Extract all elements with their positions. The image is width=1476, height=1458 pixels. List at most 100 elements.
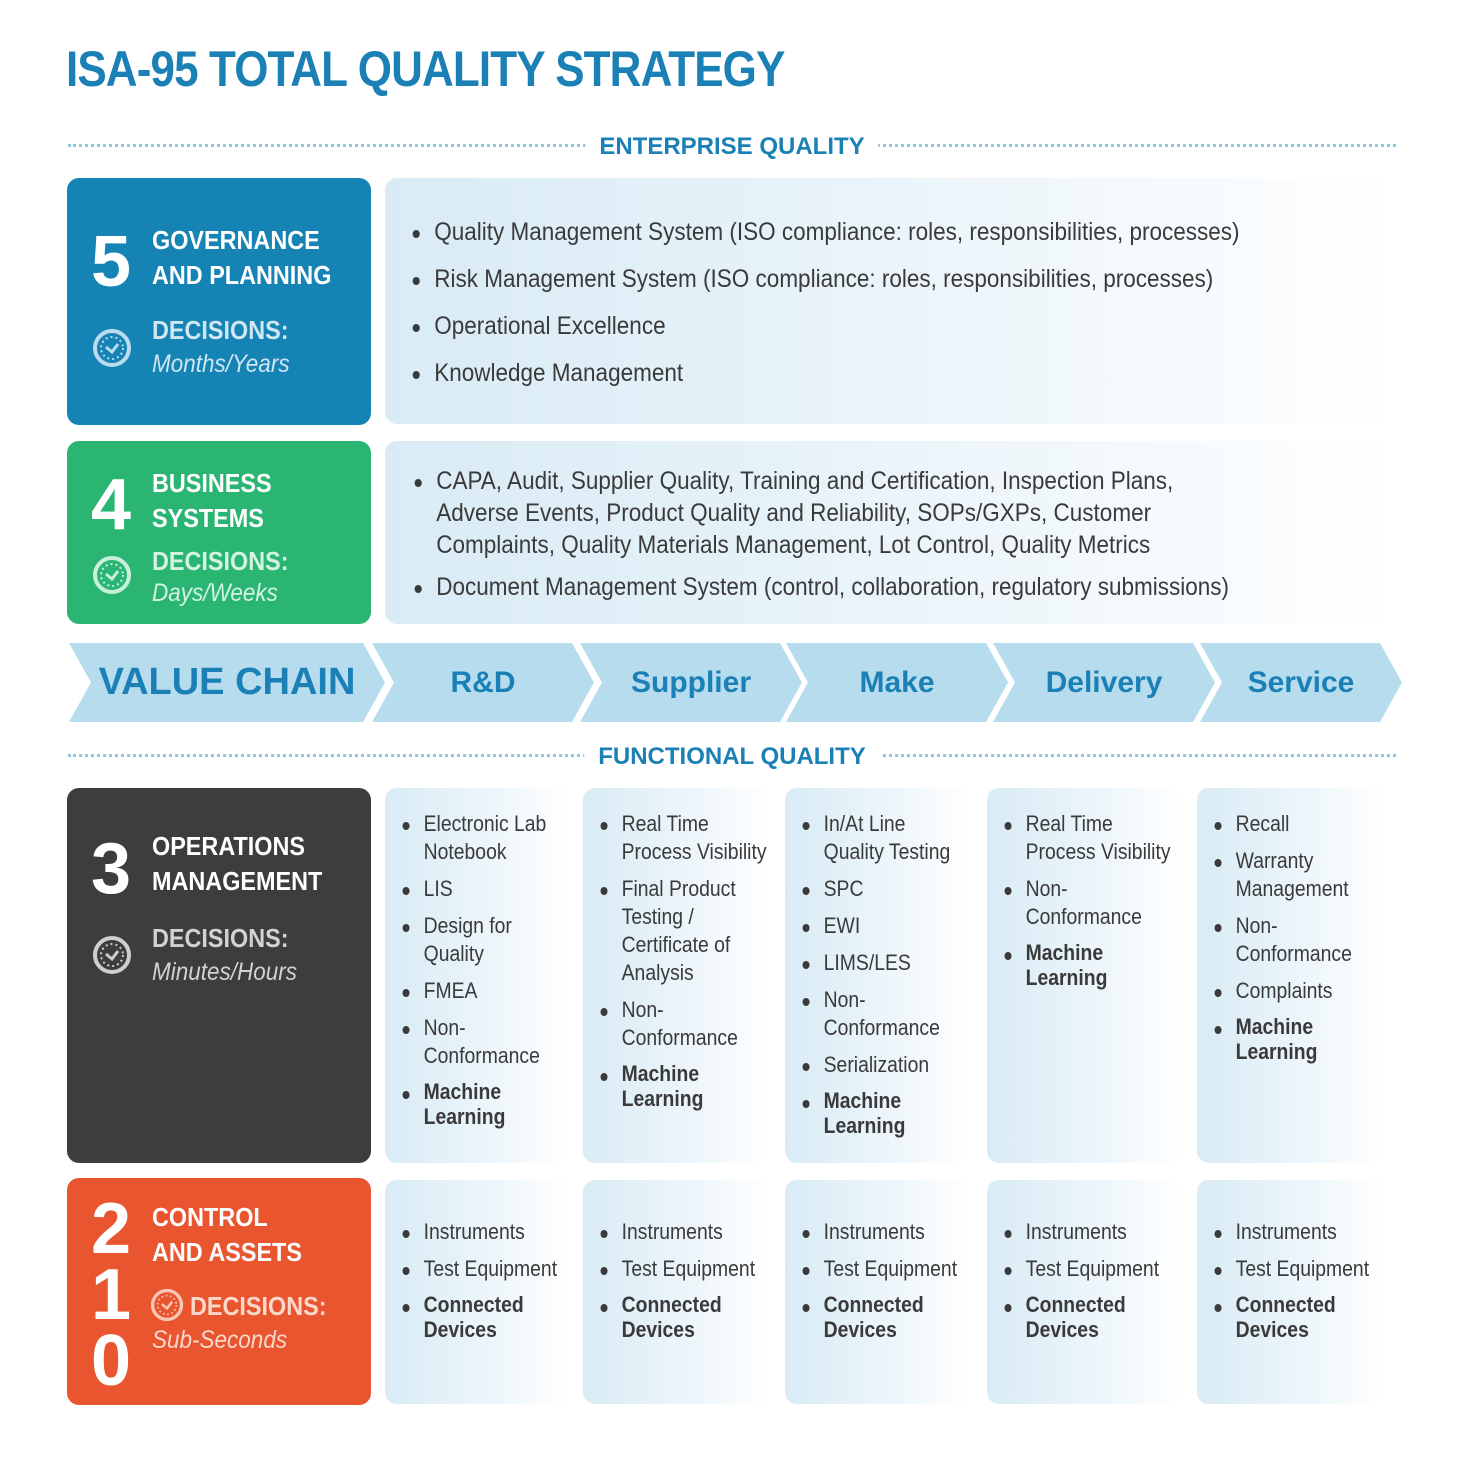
list-item: Instruments — [799, 1218, 971, 1246]
title-line: BUSINESS — [152, 468, 272, 498]
list-item: Test Equipment — [1001, 1255, 1181, 1283]
list-item: Machine Learning — [597, 1061, 770, 1111]
level-3-box: 3 OPERATIONS MANAGEMENT DECISIONS: Minute… — [67, 788, 371, 1163]
level-4-box: 4 BUSINESS SYSTEMS DECISIONS: Days/Weeks — [67, 441, 371, 624]
list-item: Instruments — [597, 1218, 770, 1246]
list-item: Instruments — [399, 1218, 571, 1246]
list-item: Test Equipment — [399, 1255, 571, 1283]
decisions-label: DECISIONS: — [152, 546, 289, 576]
level-title: CONTROL AND ASSETS — [152, 1200, 302, 1270]
value-chain-make: Make — [786, 643, 1008, 722]
list-item: Non-Conformance — [597, 996, 770, 1052]
value-chain-rnd: R&D — [372, 643, 594, 722]
list-item: Connected Devices — [597, 1292, 770, 1342]
list-item: FMEA — [399, 977, 571, 1005]
level-5-box: 5 GOVERNANCE AND PLANNING DECISIONS: Mont… — [67, 178, 371, 425]
list-item: Connected Devices — [1211, 1292, 1385, 1342]
list-item: Quality Management System (ISO complianc… — [409, 216, 1354, 248]
list-item: Machine Learning — [1211, 1014, 1385, 1064]
level-5-panel: Quality Management System (ISO complianc… — [385, 178, 1400, 424]
title-line: GOVERNANCE — [152, 225, 320, 255]
decision-timescale: Days/Weeks — [152, 579, 278, 607]
list-item: Real Time Process Visibility — [597, 810, 770, 866]
level-number: 2 — [91, 1189, 132, 1269]
list-item: Knowledge Management — [409, 357, 1354, 389]
list-item: LIMS/LES — [799, 949, 971, 977]
enterprise-quality-divider: ENTERPRISE QUALITY — [68, 133, 1396, 161]
title-line: AND PLANNING — [152, 260, 332, 290]
title-line: AND ASSETS — [152, 1237, 302, 1267]
list-item: LIS — [399, 875, 571, 903]
title-line: MANAGEMENT — [152, 866, 323, 896]
list-item: Instruments — [1211, 1218, 1385, 1246]
list-item: Test Equipment — [799, 1255, 971, 1283]
list-item: EWI — [799, 912, 971, 940]
level-title: BUSINESS SYSTEMS — [152, 466, 272, 536]
level-number: 5 — [91, 222, 132, 302]
level-number: 3 — [91, 829, 132, 909]
list-item: Machine Learning — [399, 1079, 571, 1129]
decisions-label: DECISIONS: — [152, 315, 289, 345]
level-numbers: 2 1 0 — [91, 1189, 132, 1401]
list-item: Instruments — [1001, 1218, 1181, 1246]
title-line: CONTROL — [152, 1202, 268, 1232]
enterprise-quality-label: ENTERPRISE QUALITY — [585, 133, 879, 161]
list-item: Test Equipment — [1211, 1255, 1385, 1283]
list-item: SPC — [799, 875, 971, 903]
list-item: CAPA, Audit, Supplier Quality, Training … — [411, 465, 1257, 561]
list-item: Machine Learning — [799, 1088, 971, 1138]
list-item: In/At Line Quality Testing — [799, 810, 971, 866]
value-chain-label: VALUE CHAIN — [69, 643, 385, 722]
list-item: Electronic Lab Notebook — [399, 810, 571, 866]
list-item: Final Product Testing / Certificate of A… — [597, 875, 770, 987]
clock-icon — [93, 556, 131, 594]
list-item: Real Time Process Visibility — [1001, 810, 1181, 866]
title-line: OPERATIONS — [152, 831, 305, 861]
list-item: Machine Learning — [1001, 940, 1181, 990]
clock-icon — [93, 329, 131, 367]
functional-quality-divider: FUNCTIONAL QUALITY — [68, 743, 1396, 771]
list-item: Non-Conformance — [1001, 875, 1181, 931]
decision-timescale: Sub-Seconds — [152, 1326, 288, 1354]
list-item: Test Equipment — [597, 1255, 770, 1283]
list-item: Risk Management System (ISO compliance: … — [409, 263, 1354, 295]
decision-timescale: Minutes/Hours — [152, 958, 298, 986]
list-item: Serialization — [799, 1051, 971, 1079]
list-item: Operational Excellence — [409, 310, 1354, 342]
value-chain-supplier: Supplier — [580, 643, 802, 722]
level-4-panel: CAPA, Audit, Supplier Quality, Training … — [385, 441, 1400, 624]
list-item: Non-Conformance — [399, 1014, 571, 1070]
list-item: Non-Conformance — [799, 986, 971, 1042]
level-number: 0 — [91, 1321, 132, 1401]
list-item: Non-Conformance — [1211, 912, 1385, 968]
value-chain-delivery: Delivery — [993, 643, 1215, 722]
list-item: Recall — [1211, 810, 1385, 838]
level-number: 1 — [91, 1255, 132, 1335]
clock-icon — [150, 1288, 184, 1322]
list-item: Connected Devices — [799, 1292, 971, 1342]
decisions-label: DECISIONS: — [152, 923, 289, 953]
decision-timescale: Months/Years — [152, 350, 290, 378]
list-item: Document Management System (control, col… — [411, 571, 1257, 603]
level-title: OPERATIONS MANAGEMENT — [152, 829, 322, 899]
list-item: Connected Devices — [1001, 1292, 1181, 1342]
page-title: ISA-95 TOTAL QUALITY STRATEGY — [66, 41, 785, 97]
title-line: SYSTEMS — [152, 503, 264, 533]
list-item: Complaints — [1211, 977, 1385, 1005]
level-number: 4 — [91, 465, 132, 545]
list-item: Design for Quality — [399, 912, 571, 968]
functional-quality-label: FUNCTIONAL QUALITY — [584, 743, 880, 771]
value-chain-service: Service — [1200, 643, 1402, 722]
level-title: GOVERNANCE AND PLANNING — [152, 223, 331, 293]
